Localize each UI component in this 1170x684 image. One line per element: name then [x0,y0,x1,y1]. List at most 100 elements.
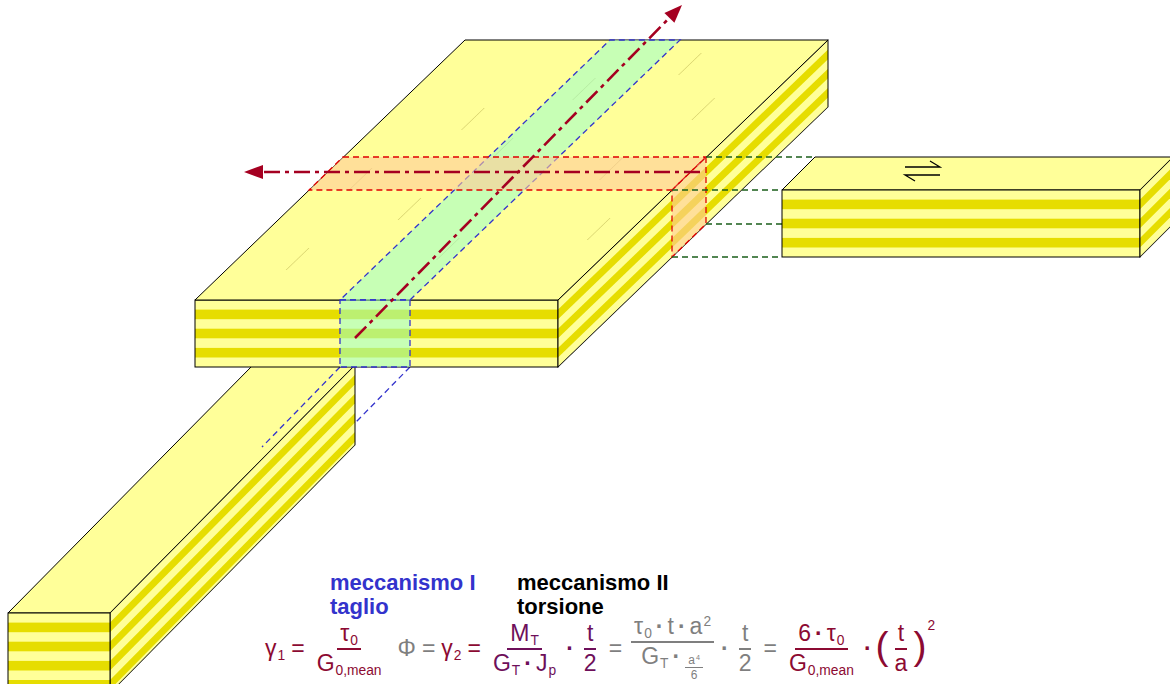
formula-symbol: a [688,654,695,667]
formula-part: 6·τ0G0,mean·(ta)2 [783,621,935,675]
projection-line [706,156,815,157]
shear-symbol [905,161,940,167]
detail-front-layers [782,200,1140,210]
numerator: MT [507,621,542,650]
formula: γ1=τ0G0,meanΦ=γ2=MTGT·Jp·t2=τ0·t·a2GT·a4… [265,614,935,682]
formula-part: γ2 = [441,636,487,660]
formula-symbol: · [864,636,872,660]
beam-side-layers [110,365,355,684]
wood-grain [587,218,610,240]
detail-end-layers [1140,205,1170,248]
formula-symbol: 0,mean [336,664,382,678]
beam-end-layers [8,642,110,652]
projection-line [356,367,410,422]
denominator: a [892,650,911,675]
formula-symbol: = [468,636,481,660]
formula-symbol: G [641,644,659,668]
beam-side-layers [110,413,355,671]
formula-symbol: T [530,634,538,648]
beam-end-layers [8,613,110,684]
beam-end-layers [8,661,110,671]
formula-symbol: = [291,636,304,660]
plate-front-layers [195,300,558,367]
wood-grain [286,248,309,270]
formula-symbol: · [721,636,729,660]
numerator: t [584,621,596,650]
wood-grain [692,98,715,120]
formula-symbol: 2 [454,649,462,663]
mechanism-label: taglio [330,595,389,619]
formula-symbol: · [566,636,574,660]
formula-symbol: 2 [927,619,935,633]
shear-symbol [905,161,940,181]
fraction: 6·τ0G0,mean [786,621,857,675]
formula-part: γ1=τ0G0,meanΦ=γ2=MTGT·Jp·t2=τ0·t·a2GT·a4… [265,614,935,682]
shear-strip [340,40,680,367]
torsion-strip [309,157,706,190]
beam-side-layers [110,432,355,684]
fraction: t2 [736,621,755,675]
beam-side-layers [110,375,355,633]
numerator: a4 [685,654,703,669]
formula-symbol: 0 [837,634,845,648]
detail-end-layers [1140,157,1170,257]
beam-end-layers [8,613,110,684]
detail-front-layers [782,190,1140,257]
formula-symbol: 2 [703,615,711,629]
denominator: 6 [688,668,701,682]
formula-part: =τ0·t·a2GT·a46·t2= [603,614,783,682]
detail-front-layers [782,238,1140,248]
formula-symbol: 2 [739,651,752,675]
detail-front-layers [782,190,1140,257]
formula-symbol: τ [634,614,643,638]
formula-symbol: t [898,621,904,645]
symbol-group: γ1 [265,636,285,660]
projection-line [262,367,410,447]
formula-symbol: a [895,651,908,675]
formula-part: MTGT·Jp·t2 [487,621,603,675]
numerator: τ0·t·a2 [631,614,714,643]
wood-grain [398,198,421,220]
detail-beam [782,157,1170,257]
beam-side-layers [110,394,355,652]
denominator: G0,mean [314,650,385,675]
formula-symbol: p [548,664,556,678]
fraction: t2 [581,621,600,675]
detail-front-layers [782,190,1140,257]
denominator: GT·a46 [638,643,707,682]
axis-arrow [355,18,669,338]
shear-symbol [905,175,940,181]
formula-symbol: τ [827,621,836,645]
plate-front-layers [195,300,558,367]
detail-front-layers [782,219,1140,229]
formula-symbol: · [656,614,664,638]
numerator: 6·τ0 [795,621,847,650]
formula-symbol: = [764,636,777,660]
mechanism-label: meccanismo II [517,571,669,595]
formula-symbol: 0,mean [808,664,854,678]
formula-symbol: · [524,651,532,675]
beam-end-layers [8,613,110,684]
plate-top-face [195,40,828,300]
formula-symbol: G [317,651,335,675]
formula-symbol: Φ [398,636,416,660]
formula-symbol: · [815,621,823,645]
wood-grain [266,53,781,270]
projection-line [262,367,340,447]
formula-symbol: 6 [691,669,698,682]
beam-side-layers [110,365,355,684]
formula-symbol: τ [340,621,349,645]
axis-arrow [262,171,700,174]
fraction: ta [892,621,911,675]
denominator: G0,mean [786,650,857,675]
symbol-group: γ2 [441,636,461,660]
formula-symbol: · [678,614,686,638]
detail-beam [782,157,1170,190]
shear-strip [340,300,410,367]
formula-symbol: γ [265,636,277,660]
fraction: a46 [685,654,703,682]
formula-symbol: 2 [584,651,597,675]
detail-end-layers [1140,167,1170,210]
formula-symbol: t [742,621,748,645]
formula-symbol: 4 [696,654,700,662]
